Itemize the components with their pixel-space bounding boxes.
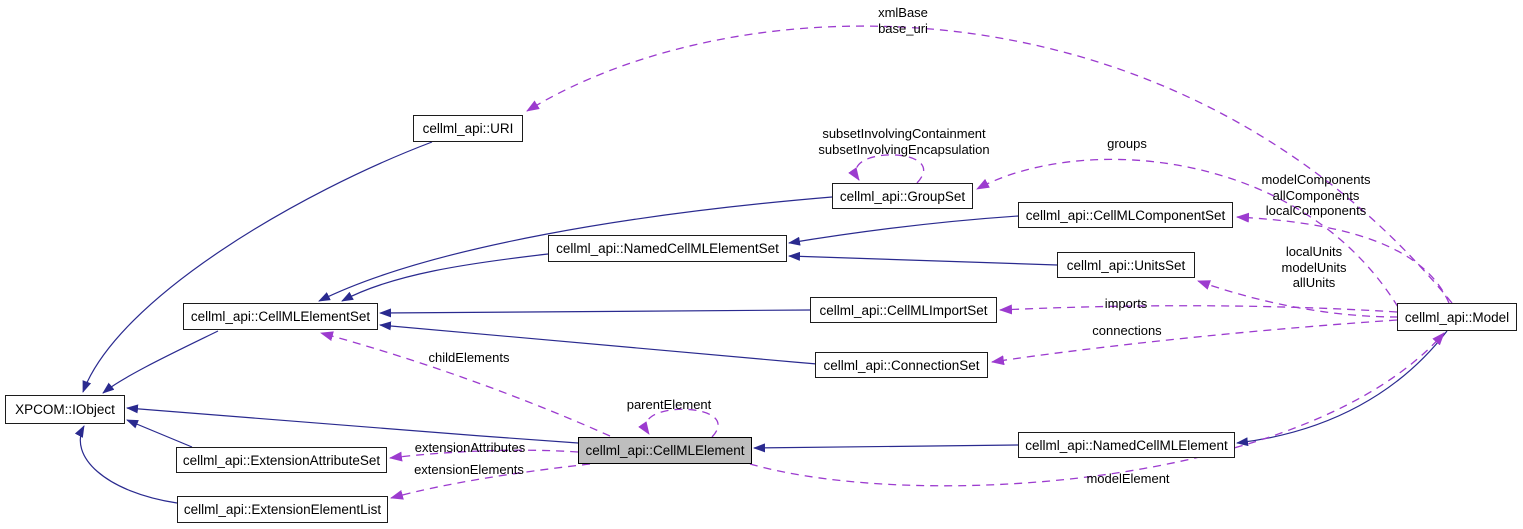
node-cellml-api-groupset[interactable]: cellml_api::GroupSet <box>832 183 973 209</box>
node-cellml-api-cellmlcomponentset[interactable]: cellml_api::CellMLComponentSet <box>1018 202 1233 228</box>
edge-usage-modelelement <box>749 332 1445 487</box>
edge-label-subset-involving: subsetInvolvingContainment subsetInvolvi… <box>818 126 990 157</box>
edge-label-modelelement: modelElement <box>1086 471 1170 486</box>
edge-usage-connections <box>991 319 1398 366</box>
edge-inheritance-uri-to-iobject <box>82 141 433 393</box>
node-cellml-api-connectionset[interactable]: cellml_api::ConnectionSet <box>815 352 988 378</box>
node-cellml-api-model[interactable]: cellml_api::Model <box>1397 303 1517 331</box>
edge-usage-parentelement-selfloop <box>638 408 719 438</box>
edge-inheritance-importset-to-elementset <box>379 308 811 318</box>
node-cellml-api-namedcellmlelement[interactable]: cellml_api::NamedCellMLElement <box>1018 432 1235 458</box>
node-cellml-api-cellmlelement-current: cellml_api::CellMLElement <box>578 437 752 464</box>
edge-usage-subset-selfloop <box>848 154 925 184</box>
edge-label-extensionelements: extensionElements <box>414 462 524 477</box>
edge-usage-groups <box>976 158 1399 308</box>
edge-inheritance-namedelement-to-element <box>753 443 1019 453</box>
edge-inheritance-model-to-namedelement <box>1236 330 1448 447</box>
node-cellml-api-unitsset[interactable]: cellml_api::UnitsSet <box>1057 252 1195 278</box>
edge-label-childelements: childElements <box>428 350 510 365</box>
node-cellml-api-extensionattributeset[interactable]: cellml_api::ExtensionAttributeSet <box>176 447 387 473</box>
node-cellml-api-extensionelementlist[interactable]: cellml_api::ExtensionElementList <box>177 496 388 523</box>
edge-label-xmlbase-baseuri: xmlBase base_uri <box>878 5 928 36</box>
edge-label-groups: groups <box>1107 136 1147 151</box>
edge-inheritance-element-to-iobject <box>126 404 579 444</box>
edge-usage-childelements <box>320 331 611 437</box>
edge-usage-extensionattributes <box>389 449 579 462</box>
edge-label-localunits: localUnits modelUnits allUnits <box>1281 244 1347 290</box>
node-cellml-api-cellmlimportset[interactable]: cellml_api::CellMLImportSet <box>810 297 997 323</box>
edge-inheritance-elementset-to-iobject <box>102 330 219 394</box>
node-cellml-api-uri[interactable]: cellml_api::URI <box>413 115 523 142</box>
edge-label-connections: connections <box>1092 323 1162 338</box>
edge-inheritance-namedset-to-elementset <box>341 253 549 302</box>
edge-usage-imports <box>999 304 1398 315</box>
edge-label-modelcomponents: modelComponents allComponents localCompo… <box>1261 172 1371 218</box>
node-xpcom-iobject[interactable]: XPCOM::IObject <box>5 395 125 424</box>
edge-inheritance-connectionset-to-elementset <box>379 321 818 365</box>
edge-inheritance-extelemlist-to-iobject <box>74 425 178 504</box>
edge-inheritance-extattrset-to-iobject <box>126 419 193 448</box>
node-cellml-api-cellmlelementset[interactable]: cellml_api::CellMLElementSet <box>183 303 378 330</box>
edge-inheritance-unitsset-to-namedset <box>788 251 1058 266</box>
edge-label-imports: imports <box>1104 296 1148 311</box>
edge-inheritance-groupset-to-elementset <box>318 196 833 302</box>
node-cellml-api-namedcellmlelementset[interactable]: cellml_api::NamedCellMLElementSet <box>548 235 787 262</box>
edge-usage-extensionelements <box>390 463 591 500</box>
edge-inheritance-componentset-to-namedset <box>788 215 1019 246</box>
edge-label-extensionattributes: extensionAttributes <box>414 440 526 455</box>
edge-label-parentelement: parentElement <box>626 397 712 412</box>
